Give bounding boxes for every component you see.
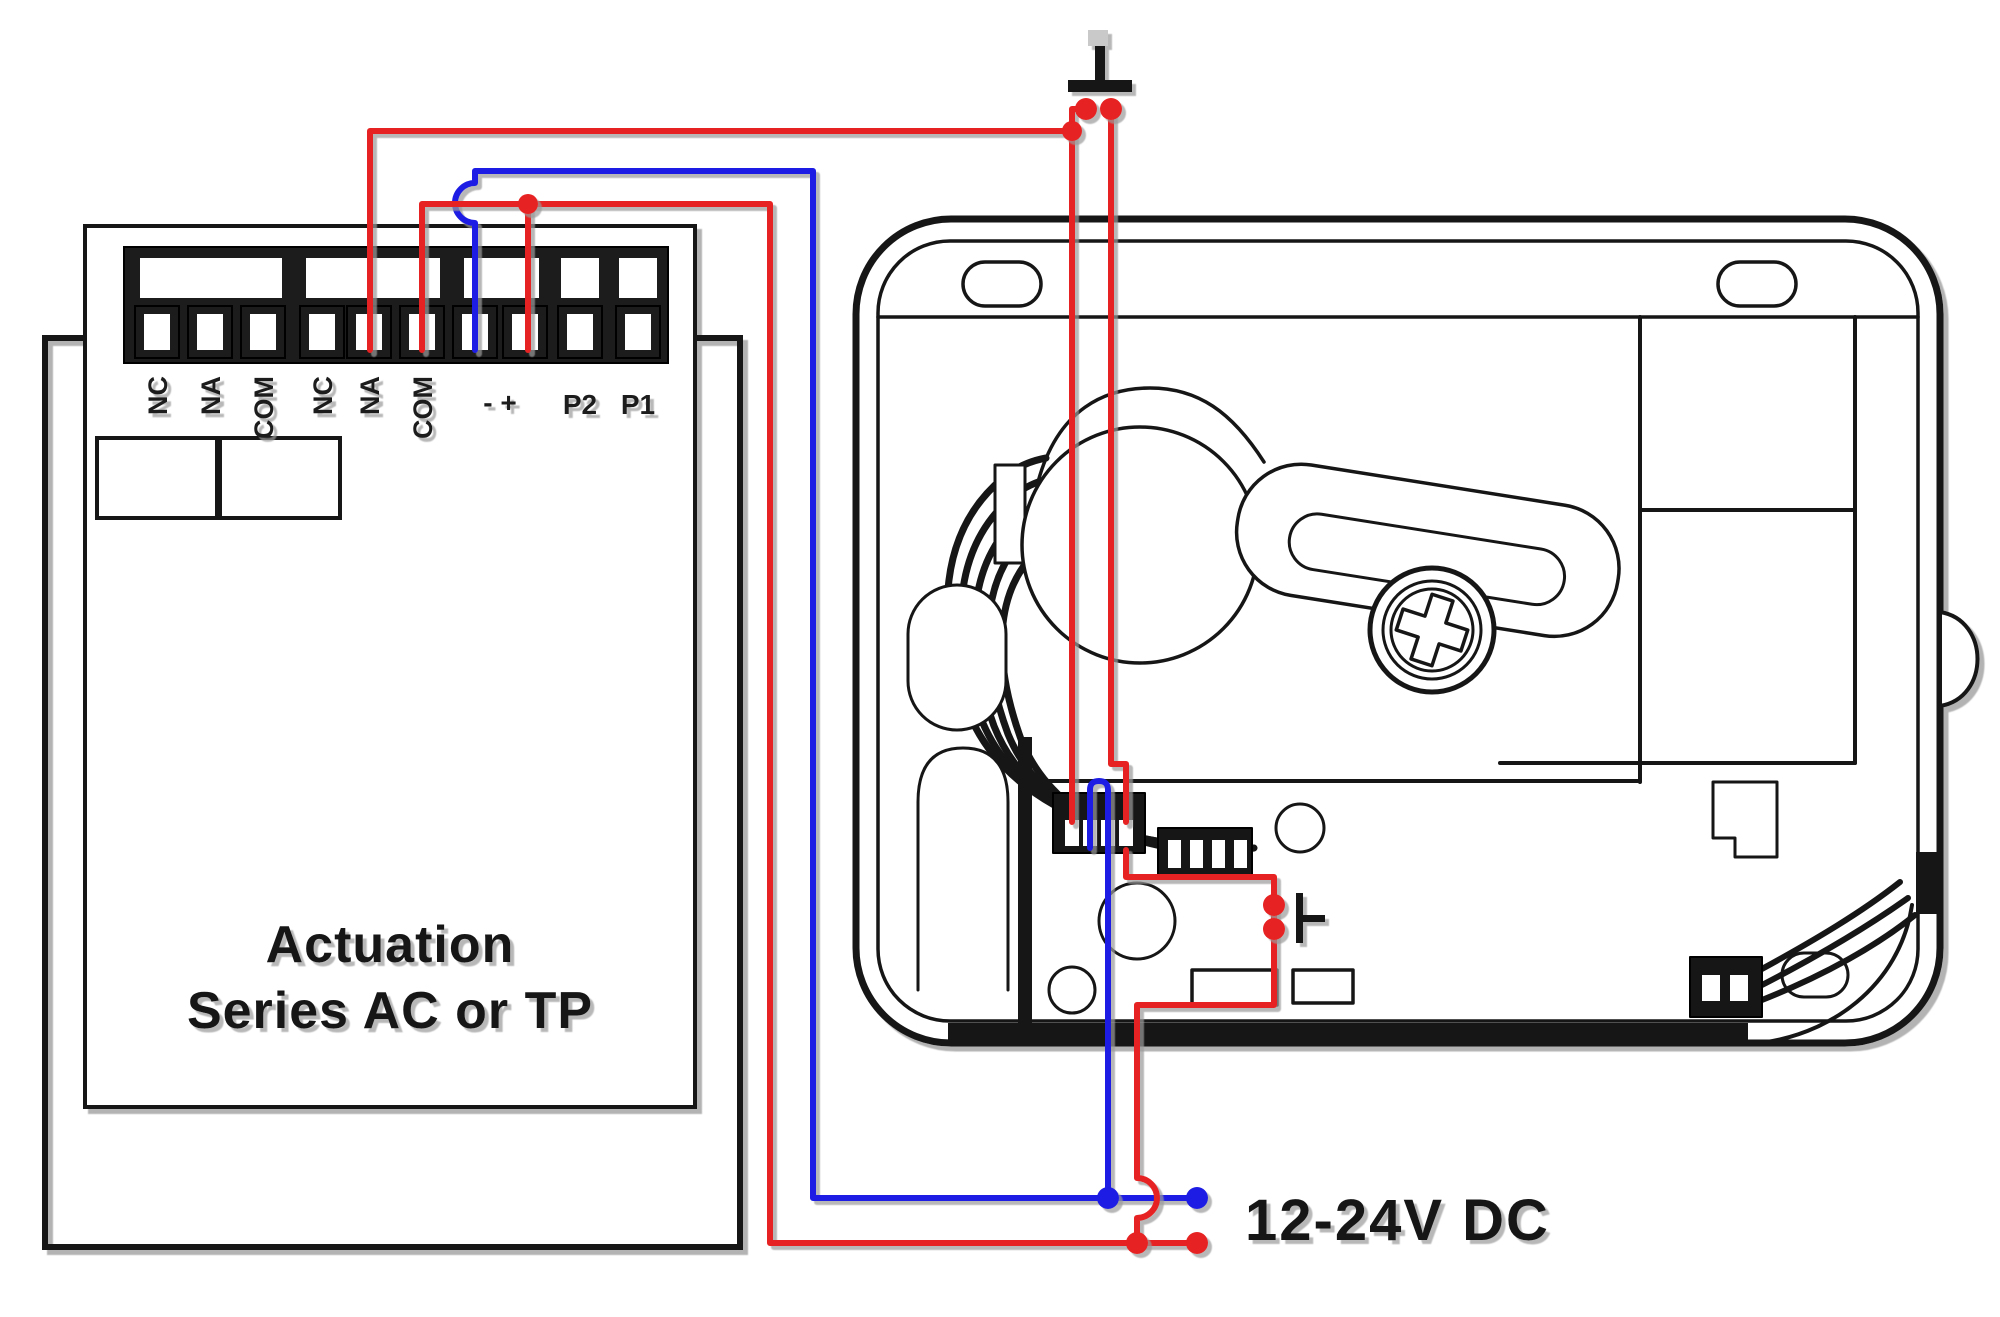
phillips-cross-icon [1394,592,1470,668]
terminal-label-minus-plus: - + [483,387,516,418]
screw-boss-large [1097,881,1177,961]
wire-red-na-to-ground [367,128,1075,825]
motor-dome [1020,425,1260,665]
lever-arm [1234,462,1621,639]
terminal-com-1 [240,305,286,359]
actuator-device-box [83,224,697,1109]
junction-dot-red [518,194,538,214]
pin-4 [1119,820,1133,846]
side-capsule-hole [906,583,1008,732]
screw-boss-small [1047,965,1097,1015]
earth-ground-icon-rotated [1296,893,1325,943]
terminal-label-nc-2: NC [308,376,338,415]
motor-dome-peak [1036,386,1266,484]
terminal-group-window [561,258,599,298]
pcb-hole [1274,802,1326,854]
bottom-box-1 [1190,968,1279,1007]
ground-dot-right [1100,98,1122,120]
terminal-na-1 [187,305,233,359]
endpoint-dot-blue [1186,1187,1208,1209]
mounting-slot-right [1716,260,1798,308]
chassis-dot-upper [1263,894,1285,916]
left-device-title-line2: Series AC or TP [187,982,593,1040]
wire-blue-jumper [1087,778,1111,851]
terminal-label-p1: P1 [621,389,655,420]
red-junction-dots [518,98,1285,1254]
earth-ground-icon [1068,30,1132,92]
wire-red-ground-to-pin4 [1108,106,1129,825]
terminal-label-na-1: NA [196,376,226,415]
relay-box-1 [95,436,219,520]
terminal-label-na-2: NA [355,376,385,415]
side-arch [916,746,1010,992]
ground-dot-left [1075,98,1097,120]
blue-junction-dots [1097,1187,1208,1209]
terminal-nc-1 [134,305,180,359]
case-ear-tab [1938,610,1980,708]
bottom-band [948,1023,1748,1045]
endpoint-dot-red [1186,1232,1208,1254]
terminal-group-window [619,258,657,298]
phillips-screw [1367,565,1497,695]
chassis-dot-lower [1263,918,1285,940]
bottom-right-corner-curve [1748,903,1914,1046]
exit-wire-assembly [1689,852,1942,1018]
junction-dot-blue [1097,1187,1119,1209]
pcb-wall [1018,737,1032,1025]
pin-1 [1065,820,1079,846]
notched-box [1711,780,1779,859]
compartment-lines [1030,315,1857,784]
relay-box-2 [218,436,342,520]
ribbon-connector [1157,827,1253,879]
terminal-p2 [557,305,603,359]
terminal-label-com-2: COM [408,376,438,439]
junction-dot-red [1062,121,1082,141]
mounting-slot-left [961,260,1043,308]
terminal-label-com-1: COM [249,376,279,439]
power-terminal-block [1052,792,1146,854]
left-device-title-line1: Actuation [266,916,515,974]
terminal-label-p2: P2 [563,389,597,420]
exit-connector [1689,956,1763,1018]
terminal-p1 [615,305,661,359]
power-supply-label: 12-24V DC [1245,1188,1550,1253]
terminal-strip [123,246,669,364]
junction-dot-red [1126,1232,1148,1254]
thermostat-inner-wall [876,239,1920,1023]
terminal-label-nc-1: NC [143,376,173,415]
wire-red-com-to-rail [419,201,1200,1246]
terminal-nc-2 [299,305,345,359]
terminal-group-window [140,258,282,298]
bottom-box-2 [1291,968,1355,1005]
wire-blue-minus-to-rail [452,168,1200,1201]
wire-red-thermostat-to-rail [1123,847,1277,1246]
